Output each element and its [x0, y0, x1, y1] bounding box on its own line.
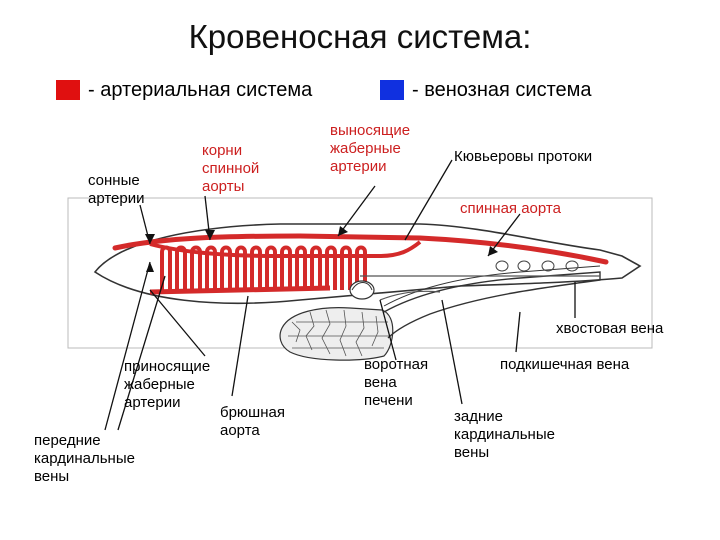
label-cuvier-ducts: Кювьеровы протоки: [454, 148, 593, 165]
dorsal-aorta: [112, 233, 609, 265]
heart: [349, 280, 375, 300]
gill-arch-loop: [190, 245, 202, 290]
gill-arch-loop: [160, 245, 172, 290]
label-caudal-vein: хвостовая вена: [556, 320, 664, 337]
label-dorsal-aorta-roots: корни спинной аорты: [202, 142, 260, 195]
gill-arch-loop: [340, 245, 352, 290]
label-hepatic-portal-vein: воротная вена печени: [364, 356, 429, 409]
intestine: [383, 271, 601, 339]
liver: [279, 307, 394, 361]
legend-venous-swatch: [380, 80, 404, 100]
gill-arch-loop: [325, 245, 337, 290]
legend-venous-label: - венозная система: [412, 78, 592, 101]
label-afferent-gill-arteries: приносящие жаберные артерии: [124, 358, 211, 411]
legend-arterial: - артериальная система: [56, 78, 312, 102]
pointer-arrows: [145, 226, 498, 272]
label-efferent-gill-arteries: выносящие жаберные артерии: [330, 122, 411, 175]
gill-arch-loop: [205, 245, 217, 290]
gill-arch-loop: [295, 245, 307, 290]
label-subintestinal-vein: подкишечная вена: [500, 356, 630, 373]
legend-venous: - венозная система: [380, 78, 592, 102]
legend-arterial-swatch: [56, 80, 80, 100]
ventral-aorta: [149, 285, 331, 295]
pointer-lines: [104, 159, 576, 431]
label-dorsal-aorta: спинная аорта: [460, 200, 561, 217]
liver-cells: [288, 309, 390, 357]
gill-arch-loop: [280, 245, 292, 290]
tail-segments: [495, 260, 579, 272]
page-title: Кровеносная система:: [188, 18, 532, 55]
gill-arch-loop: [235, 245, 247, 290]
gill-arch-loop: [220, 245, 232, 290]
subintestinal-vessel: [383, 265, 601, 307]
legend-arterial-label: - артериальная система: [88, 78, 313, 101]
label-carotid-arteries: сонные артерии: [88, 172, 145, 207]
label-ventral-aorta: брюшная аорта: [220, 404, 285, 439]
gill-arch-loop: [355, 245, 367, 290]
gill-arch-loop: [175, 245, 187, 290]
gill-arches: [160, 245, 367, 290]
label-posterior-cardinal-veins: задние кардинальные вены: [454, 408, 555, 461]
gill-arch-loop: [310, 245, 322, 290]
portal-vein: [379, 290, 441, 301]
gill-arch-loop: [250, 245, 262, 290]
fish-body-outline: [93, 223, 642, 305]
label-anterior-cardinal-veins: передние кардинальные вены: [34, 432, 135, 485]
gill-arch-loop: [265, 245, 277, 290]
